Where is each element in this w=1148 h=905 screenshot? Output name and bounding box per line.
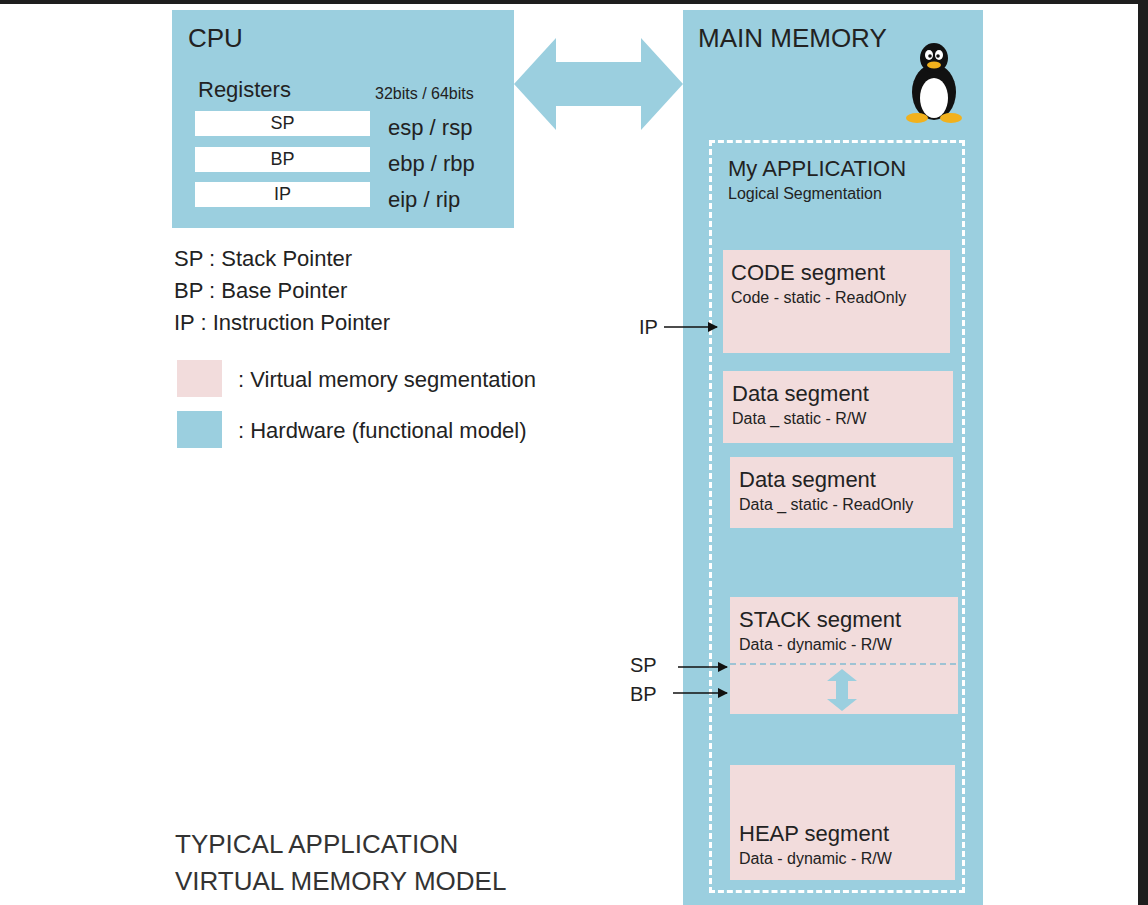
node-title: CPU	[188, 22, 498, 54]
register-box: SP	[195, 111, 370, 136]
register-name: esp / rsp	[388, 115, 472, 141]
register-box: BP	[195, 147, 370, 172]
node-subtitle: Data _ static - ReadOnly	[739, 495, 944, 515]
legend-text: : Virtual memory segmentation	[238, 367, 536, 393]
node-subtitle: Data - dynamic - R/W	[739, 849, 946, 869]
node-subtitle: Logical Segmentation	[728, 184, 946, 204]
section-heading: Registers	[198, 77, 291, 103]
right-dark-strip	[1138, 0, 1148, 905]
register-box: IP	[195, 182, 370, 207]
node-title: BP	[195, 147, 370, 172]
node-title: HEAP segment	[739, 820, 946, 847]
node-title: STACK segment	[739, 606, 949, 633]
stack-growth-mark	[730, 662, 958, 722]
linux-penguin	[906, 43, 962, 123]
register-name: ebp / rbp	[388, 151, 475, 177]
bit-width-note: 32bits / 64bits	[375, 84, 474, 103]
node-title: Data segment	[739, 466, 944, 493]
node-title: MAIN MEMORY	[698, 22, 968, 54]
key-entry: SP : Stack Pointer	[174, 246, 352, 272]
pointer-label: BP	[630, 682, 657, 706]
sp-pointer-arrow	[678, 666, 727, 668]
ip-pointer-arrow	[664, 326, 717, 328]
register-name: eip / rip	[388, 187, 460, 213]
legend-swatch	[177, 360, 222, 397]
bp-pointer-arrow	[673, 692, 727, 694]
segment-box: CODE segmentCode - static - ReadOnly	[723, 250, 950, 353]
node-subtitle: Data _ static - R/W	[732, 409, 944, 429]
pointer-label: IP	[639, 315, 658, 339]
node-title: IP	[195, 182, 370, 207]
main-memory-box: MAIN MEMORY My APPLICATIONLogical Segment…	[683, 10, 983, 905]
node-subtitle: Code - static - ReadOnly	[731, 288, 942, 308]
stack-top-line	[730, 663, 958, 665]
segment-box: HEAP segmentData - dynamic - R/W	[730, 765, 955, 880]
stack-growth-arrow	[827, 669, 857, 711]
legend-swatch	[177, 411, 222, 448]
top-dark-strip	[0, 0, 1148, 4]
pointer-label: SP	[630, 653, 657, 677]
caption: TYPICAL APPLICATION VIRTUAL MEMORY MODEL	[175, 826, 545, 900]
key-entry: BP : Base Pointer	[174, 278, 347, 304]
segment-box: Data segmentData _ static - R/W	[723, 371, 953, 443]
application-region: My APPLICATIONLogical SegmentationCODE s…	[709, 140, 965, 893]
segment-box: Data segmentData _ static - ReadOnly	[730, 457, 953, 528]
legend-text: : Hardware (functional model)	[238, 418, 527, 444]
key-entry: IP : Instruction Pointer	[174, 310, 390, 336]
node-subtitle: Data - dynamic - R/W	[739, 635, 949, 655]
node-title: My APPLICATION	[728, 155, 946, 182]
node-title: CODE segment	[731, 259, 942, 286]
node-title: SP	[195, 111, 370, 136]
double-arrow	[514, 38, 683, 130]
segment-box: STACK segmentData - dynamic - R/W	[730, 597, 958, 714]
node-title: Data segment	[732, 380, 944, 407]
